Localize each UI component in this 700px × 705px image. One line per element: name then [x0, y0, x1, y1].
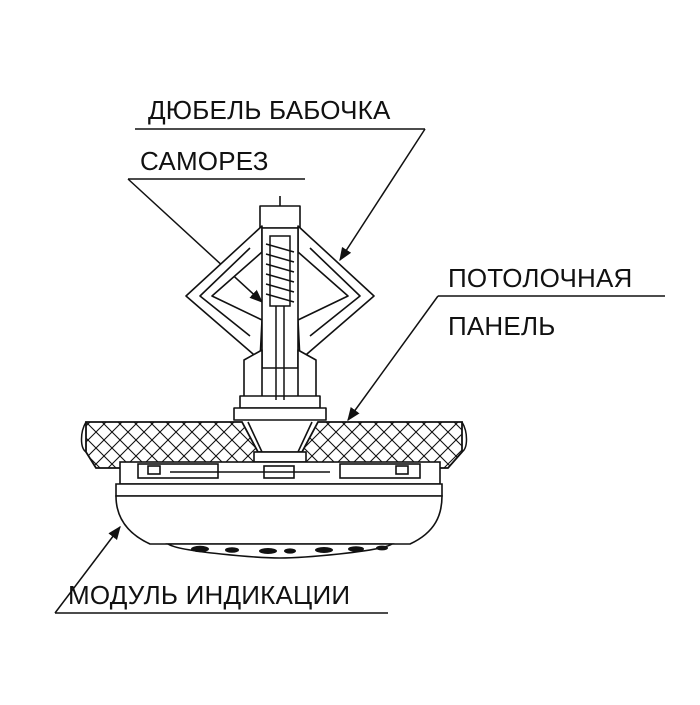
- screw-leader-line: [127, 178, 263, 303]
- ceiling-panel: [80, 421, 468, 469]
- screw-label: САМОРЕЗ: [140, 146, 269, 176]
- indication-module-label: МОДУЛЬ ИНДИКАЦИИ: [68, 580, 351, 610]
- ceiling-panel-label-line1: ПОТОЛОЧНАЯ: [448, 263, 633, 293]
- screw: [265, 235, 295, 400]
- leader-lines: [54, 128, 665, 614]
- butterfly-anchor-label: ДЮБЕЛЬ БАБОЧКА: [148, 95, 391, 125]
- ceiling-panel-label-line2: ПАНЕЛЬ: [448, 311, 556, 341]
- indicator-led-holes: [191, 545, 388, 554]
- panel-leader-line: [347, 295, 439, 422]
- butterfly-anchor: [185, 196, 375, 421]
- anchor-leader-line: [339, 128, 426, 262]
- indication-module: [115, 461, 443, 559]
- module-leader-line: [54, 525, 121, 614]
